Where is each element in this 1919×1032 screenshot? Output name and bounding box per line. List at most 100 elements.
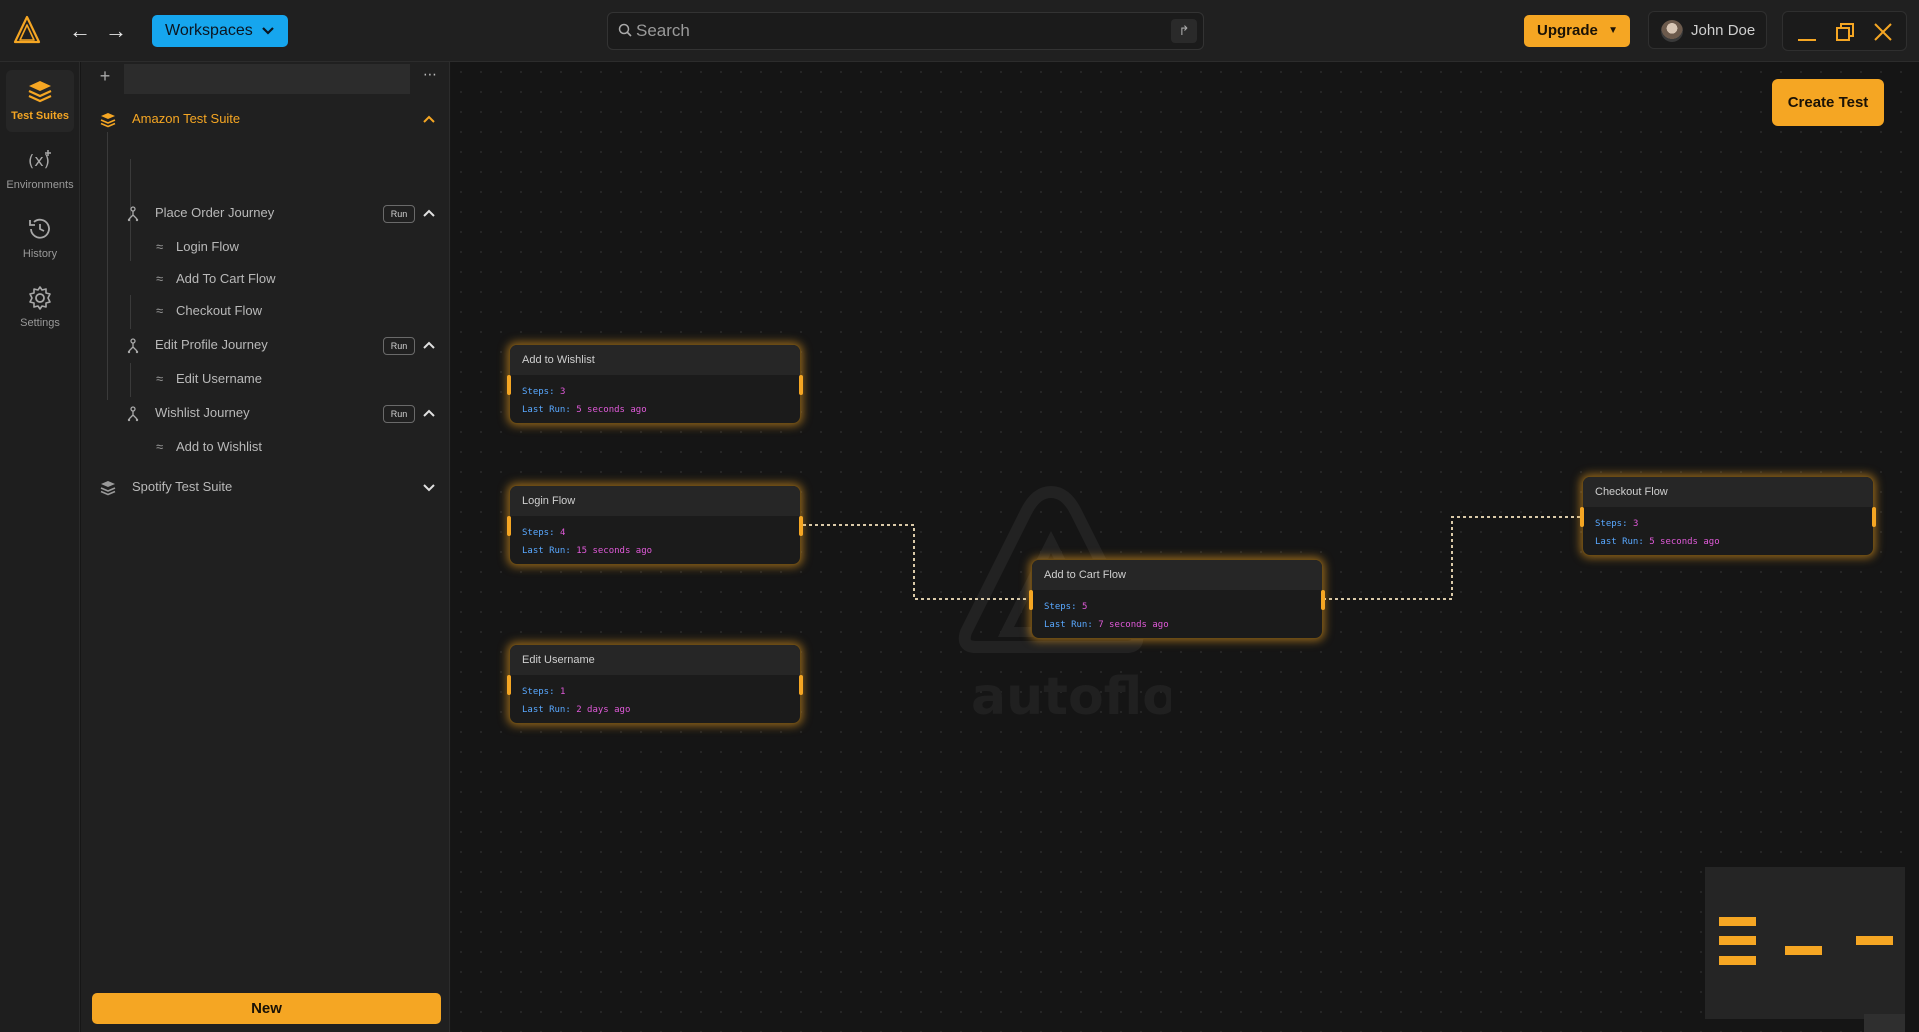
input-handle[interactable] [1580, 507, 1584, 527]
steps-value: 1 [559, 687, 566, 697]
flow-icon: ≈ [156, 239, 164, 254]
test-suite-panel: + ⋯ Amazon Test Suite Place Order Journe… [81, 62, 450, 1032]
flow-canvas[interactable]: autoflow Create Test Add to Wishlist Ste… [451, 62, 1919, 1032]
chevron-up-icon[interactable] [421, 205, 437, 221]
history-icon [29, 218, 50, 239]
avatar [1661, 20, 1683, 42]
chevron-down-icon[interactable] [421, 479, 437, 495]
layers-icon [100, 113, 116, 128]
flow-node-checkout-flow[interactable]: Checkout Flow Steps: 3 Last Run: 5 secon… [1580, 476, 1876, 556]
flow-node-add-to-cart-flow[interactable]: Add to Cart Flow Steps: 5 Last Run: 7 se… [1029, 559, 1325, 639]
new-button[interactable]: New [92, 993, 441, 1024]
tree-flow-checkout[interactable]: ≈ Checkout Flow [81, 298, 450, 324]
chevron-up-icon[interactable] [421, 111, 437, 127]
tree-suite-spotify-row[interactable] [81, 412, 450, 438]
minimap[interactable] [1705, 867, 1905, 1019]
tree-flow-edit-username[interactable]: ≈ Edit Username [81, 366, 450, 392]
tree-guide-line [130, 295, 131, 329]
output-handle[interactable] [1872, 507, 1876, 527]
more-options-icon[interactable]: ⋯ [423, 66, 437, 82]
rail-item-history[interactable]: History [6, 208, 74, 270]
node-title: Add to Cart Flow [1044, 569, 1126, 581]
upgrade-button[interactable]: Upgrade ▼ [1524, 15, 1630, 47]
output-handle[interactable] [799, 375, 803, 395]
flow-label: Edit Username [176, 371, 262, 386]
tree-flow-login[interactable]: ≈ Login Flow [81, 234, 450, 260]
run-button[interactable]: Run [383, 205, 415, 223]
svg-text:(x): (x) [28, 151, 50, 170]
chevron-up-icon[interactable] [421, 405, 437, 421]
workspaces-button[interactable]: Workspaces [152, 15, 288, 47]
tree-journey-wishlist[interactable]: Wishlist Journey Run [81, 400, 450, 426]
upgrade-label: Upgrade [1537, 22, 1598, 39]
flow-label: Login Flow [176, 239, 239, 254]
output-handle[interactable] [799, 675, 803, 695]
tree-journey-place-order[interactable]: Place Order Journey Run [81, 200, 450, 226]
forward-arrow-icon[interactable]: → [105, 18, 127, 43]
restore-icon[interactable] [1833, 20, 1857, 44]
rail-item-test-suites[interactable]: Test Suites [6, 70, 74, 132]
layers-icon [28, 81, 52, 103]
left-rail: Test Suites (x) Environments History Set… [0, 62, 80, 1032]
tree-flow-add-to-wishlist[interactable]: ≈ Add to Wishlist [81, 434, 450, 460]
back-arrow-icon[interactable]: ← [69, 18, 91, 43]
flow-node-add-to-wishlist[interactable]: Add to Wishlist Steps: 3 Last Run: 5 sec… [507, 344, 803, 424]
run-button[interactable]: Run [383, 405, 415, 423]
tree-suite-amazon[interactable]: Amazon Test Suite [81, 106, 450, 132]
last-run-key: Last Run: [1044, 620, 1093, 630]
app-logo-icon[interactable] [12, 14, 42, 46]
input-handle[interactable] [507, 516, 511, 536]
caret-down-icon: ▼ [1608, 25, 1618, 36]
node-steps: Steps: 3 [522, 387, 565, 397]
user-name: John Doe [1691, 22, 1756, 39]
rail-item-environments[interactable]: (x) Environments [6, 139, 74, 201]
node-header [510, 345, 800, 375]
output-handle[interactable] [1321, 590, 1325, 610]
rail-item-settings[interactable]: Settings [6, 277, 74, 339]
last-run-value: 15 seconds ago [576, 546, 653, 556]
steps-key: Steps: [522, 528, 555, 538]
rail-item-label: Settings [20, 317, 60, 329]
rail-item-label: History [22, 248, 58, 260]
create-test-button[interactable]: Create Test [1772, 79, 1884, 126]
add-tab-icon[interactable]: + [99, 66, 111, 86]
journey-branch-icon [127, 406, 139, 422]
run-button[interactable]: Run [383, 337, 415, 355]
chevron-up-icon[interactable] [421, 337, 437, 353]
flow-node-edit-username[interactable]: Edit Username Steps: 1 Last Run: 2 days … [507, 644, 803, 724]
search-icon [618, 23, 632, 37]
last-run-value: 5 seconds ago [1649, 537, 1720, 547]
flow-label: Checkout Flow [176, 303, 262, 318]
input-handle[interactable] [1029, 590, 1033, 610]
input-handle[interactable] [507, 675, 511, 695]
minimap-node [1719, 936, 1756, 945]
node-title: Login Flow [522, 495, 576, 507]
output-handle[interactable] [799, 516, 803, 536]
top-bar: ← → Workspaces ↱ Upgrade ▼ John Doe [0, 0, 1919, 62]
flow-icon: ≈ [156, 439, 164, 454]
edges-layer [803, 516, 1580, 600]
flow-node-login-flow[interactable]: Login Flow Steps: 4 Last Run: 15 seconds… [507, 485, 803, 565]
input-handle[interactable] [507, 375, 511, 395]
steps-value: 3 [559, 387, 566, 397]
tree-flow-add-to-cart[interactable]: ≈ Add To Cart Flow [81, 266, 450, 292]
close-icon[interactable] [1871, 20, 1895, 44]
attribution-badge[interactable] [1864, 1014, 1905, 1032]
minimap-node [1719, 956, 1756, 965]
last-run-key: Last Run: [522, 705, 571, 715]
tree-suite-spotify-item[interactable]: Spotify Test Suite [81, 474, 450, 500]
user-menu[interactable]: John Doe [1648, 11, 1767, 49]
node-steps: Steps: 3 [1595, 519, 1638, 529]
search-input[interactable] [636, 17, 1156, 45]
steps-value: 3 [1632, 519, 1639, 529]
node-title: Add to Wishlist [522, 354, 595, 366]
node-title: Checkout Flow [1595, 486, 1668, 498]
minimize-icon[interactable] [1795, 20, 1819, 44]
panel-tab-bar[interactable] [124, 64, 410, 94]
search-submit-icon[interactable]: ↱ [1171, 19, 1197, 43]
tree-journey-edit-profile[interactable]: Edit Profile Journey Run [81, 332, 450, 358]
last-run-value: 5 seconds ago [576, 405, 647, 415]
search-bar: ↱ [607, 12, 1204, 50]
node-last-run: Last Run: 7 seconds ago [1044, 620, 1169, 630]
node-steps: Steps: 5 [1044, 602, 1087, 612]
